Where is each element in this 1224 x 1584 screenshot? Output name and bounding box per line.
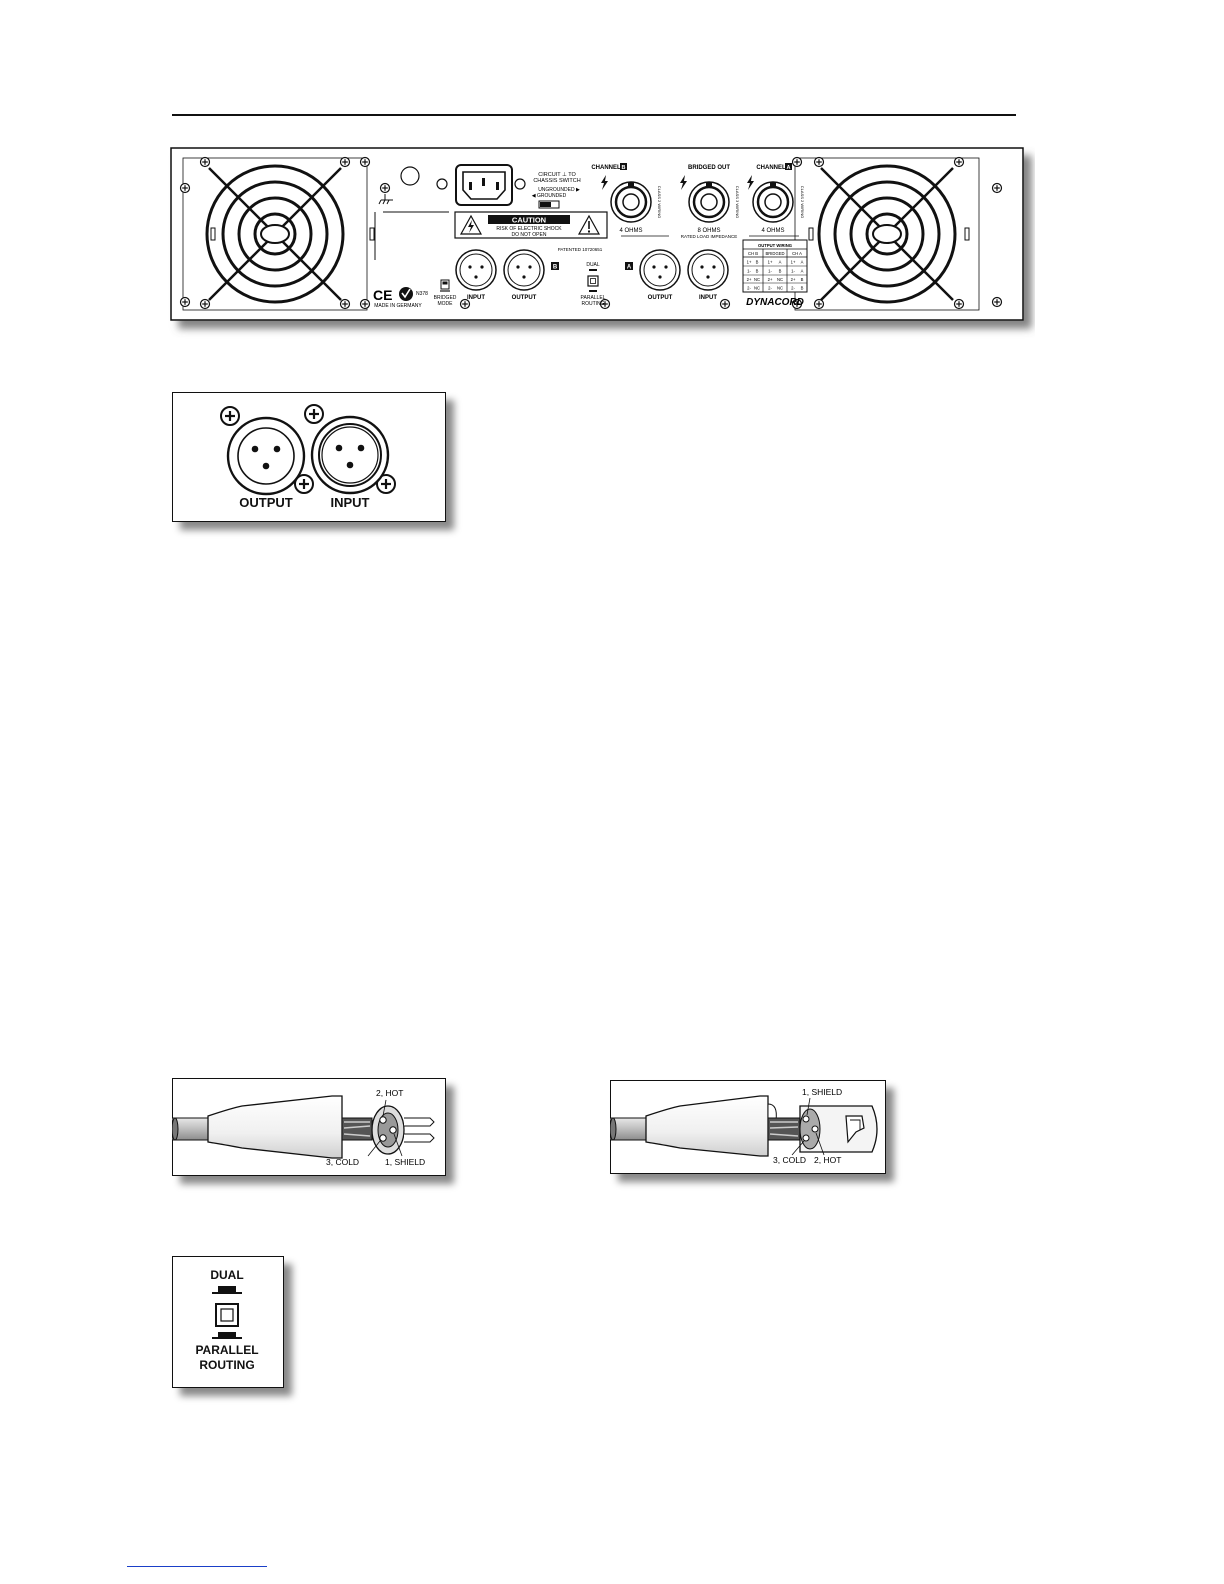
svg-text:B: B (622, 165, 626, 171)
svg-text:N378: N378 (416, 291, 428, 297)
svg-text:DO NOT OPEN: DO NOT OPEN (512, 232, 547, 238)
svg-text:UNGROUNDED ▶: UNGROUNDED ▶ (538, 187, 580, 193)
svg-text:1-: 1- (768, 269, 772, 274)
svg-text:NC: NC (777, 277, 783, 282)
screw-icon (303, 403, 325, 425)
svg-text:2+: 2+ (768, 277, 773, 282)
svg-text:CH A: CH A (792, 251, 802, 256)
svg-text:2+: 2+ (747, 277, 752, 282)
svg-text:INPUT: INPUT (467, 295, 485, 301)
male-hot-label: 2, HOT (376, 1088, 403, 1098)
channel-b-label: CHANNEL (591, 165, 621, 171)
routing-switch-icon (212, 1286, 242, 1339)
svg-text:2-: 2- (768, 286, 772, 291)
svg-text:A: A (801, 269, 804, 274)
svg-text:1+: 1+ (768, 260, 773, 265)
svg-text:A: A (801, 260, 804, 265)
circuit-switch-label: CIRCUIT ⊥ TO (538, 171, 576, 178)
rear-panel-diagram: CIRCUIT ⊥ TO CHASSIS SWITCH UNGROUNDED ▶… (170, 147, 1024, 321)
svg-text:B: B (801, 277, 804, 282)
svg-text:B: B (801, 286, 804, 291)
routing-parallel-label: PARALLEL (195, 1343, 259, 1357)
xlr-input-a-icon (687, 249, 729, 291)
svg-text:CLASS 2 WIRING: CLASS 2 WIRING (800, 186, 805, 218)
female-cold-label: 3, COLD (773, 1155, 806, 1165)
xlr-input-b-icon (455, 249, 497, 291)
xlr-input-label: INPUT (330, 495, 370, 510)
svg-text:OUTPUT WIRING: OUTPUT WIRING (758, 243, 792, 248)
svg-text:DUAL: DUAL (586, 262, 600, 268)
top-rule (172, 114, 1016, 116)
svg-text:PATENTED 10720651: PATENTED 10720651 (558, 247, 603, 252)
svg-text:PARALLEL: PARALLEL (581, 295, 606, 301)
svg-text:A: A (787, 165, 791, 171)
svg-text:4 OHMS: 4 OHMS (761, 228, 784, 234)
output-wiring-table: OUTPUT WIRING CH B BRIDGED CH A 1+B 1+A … (742, 239, 808, 293)
svg-text:1-: 1- (747, 269, 751, 274)
svg-text:ROUTING: ROUTING (581, 301, 604, 307)
svg-text:NC: NC (754, 286, 760, 291)
svg-text:◀ GROUNDED: ◀ GROUNDED (532, 193, 567, 199)
male-shield-label: 1, SHIELD (385, 1157, 425, 1167)
svg-text:INPUT: INPUT (699, 295, 717, 301)
svg-text:A: A (627, 265, 632, 271)
caution-title: CAUTION (512, 216, 546, 225)
male-plug-diagram: 2, HOT 3, COLD 1, SHIELD (172, 1088, 435, 1167)
xlr-detail-diagram (219, 403, 397, 496)
svg-text:BRIDGED: BRIDGED (765, 251, 784, 256)
xlr-output-a-icon (639, 249, 681, 291)
svg-text:8 OHMS: 8 OHMS (697, 228, 720, 234)
footer-line (127, 1566, 267, 1567)
speakon-channel-b-icon (609, 180, 653, 224)
channel-a-label: CHANNEL (756, 165, 786, 171)
svg-text:CHASSIS SWITCH: CHASSIS SWITCH (533, 178, 580, 184)
svg-text:MADE IN GERMANY: MADE IN GERMANY (374, 303, 422, 309)
svg-text:RISK OF ELECTRIC SHOCK: RISK OF ELECTRIC SHOCK (496, 226, 562, 232)
female-hot-label: 2, HOT (814, 1155, 841, 1165)
female-plug-diagram: 1, SHIELD 3, COLD 2, HOT (610, 1087, 878, 1165)
svg-text:2-: 2- (747, 286, 751, 291)
svg-text:1+: 1+ (791, 260, 796, 265)
svg-text:B: B (756, 269, 759, 274)
svg-text:RATED LOAD IMPEDANCE: RATED LOAD IMPEDANCE (681, 234, 737, 239)
svg-text:A: A (779, 260, 782, 265)
ce-mark: CE (373, 287, 392, 303)
male-cold-label: 3, COLD (326, 1157, 359, 1167)
svg-text:2-: 2- (791, 286, 795, 291)
svg-text:NC: NC (754, 277, 760, 282)
speakon-channel-a-icon (751, 180, 795, 224)
svg-text:NC: NC (777, 286, 783, 291)
svg-text:CH B: CH B (748, 251, 758, 256)
svg-text:BRIDGED: BRIDGED (434, 295, 457, 301)
female-shield-label: 1, SHIELD (802, 1087, 842, 1097)
svg-text:B: B (756, 260, 759, 265)
svg-text:OUTPUT: OUTPUT (648, 295, 673, 301)
xlr-output-b-icon (503, 249, 545, 291)
xlr-input-jack-icon (310, 415, 390, 495)
svg-text:B: B (779, 269, 782, 274)
brand-logo: DYNACORD (746, 297, 804, 308)
svg-text:4 OHMS: 4 OHMS (619, 228, 642, 234)
svg-text:CLASS 3 WIRING: CLASS 3 WIRING (735, 186, 740, 218)
svg-text:OUTPUT: OUTPUT (512, 295, 537, 301)
speakon-bridged-icon (687, 180, 731, 224)
svg-text:B: B (553, 265, 558, 271)
screw-icon (219, 405, 241, 427)
bridged-out-label: BRIDGED OUT (688, 165, 730, 171)
xlr-output-jack-icon (226, 416, 306, 496)
svg-text:1+: 1+ (747, 260, 752, 265)
xlr-output-label: OUTPUT (239, 495, 293, 510)
routing-routing-label: ROUTING (199, 1358, 255, 1372)
svg-text:CLASS 2 WIRING: CLASS 2 WIRING (657, 186, 662, 218)
routing-dual-label: DUAL (210, 1268, 244, 1282)
svg-text:1-: 1- (791, 269, 795, 274)
svg-text:2+: 2+ (791, 277, 796, 282)
svg-text:MODE: MODE (438, 301, 454, 307)
